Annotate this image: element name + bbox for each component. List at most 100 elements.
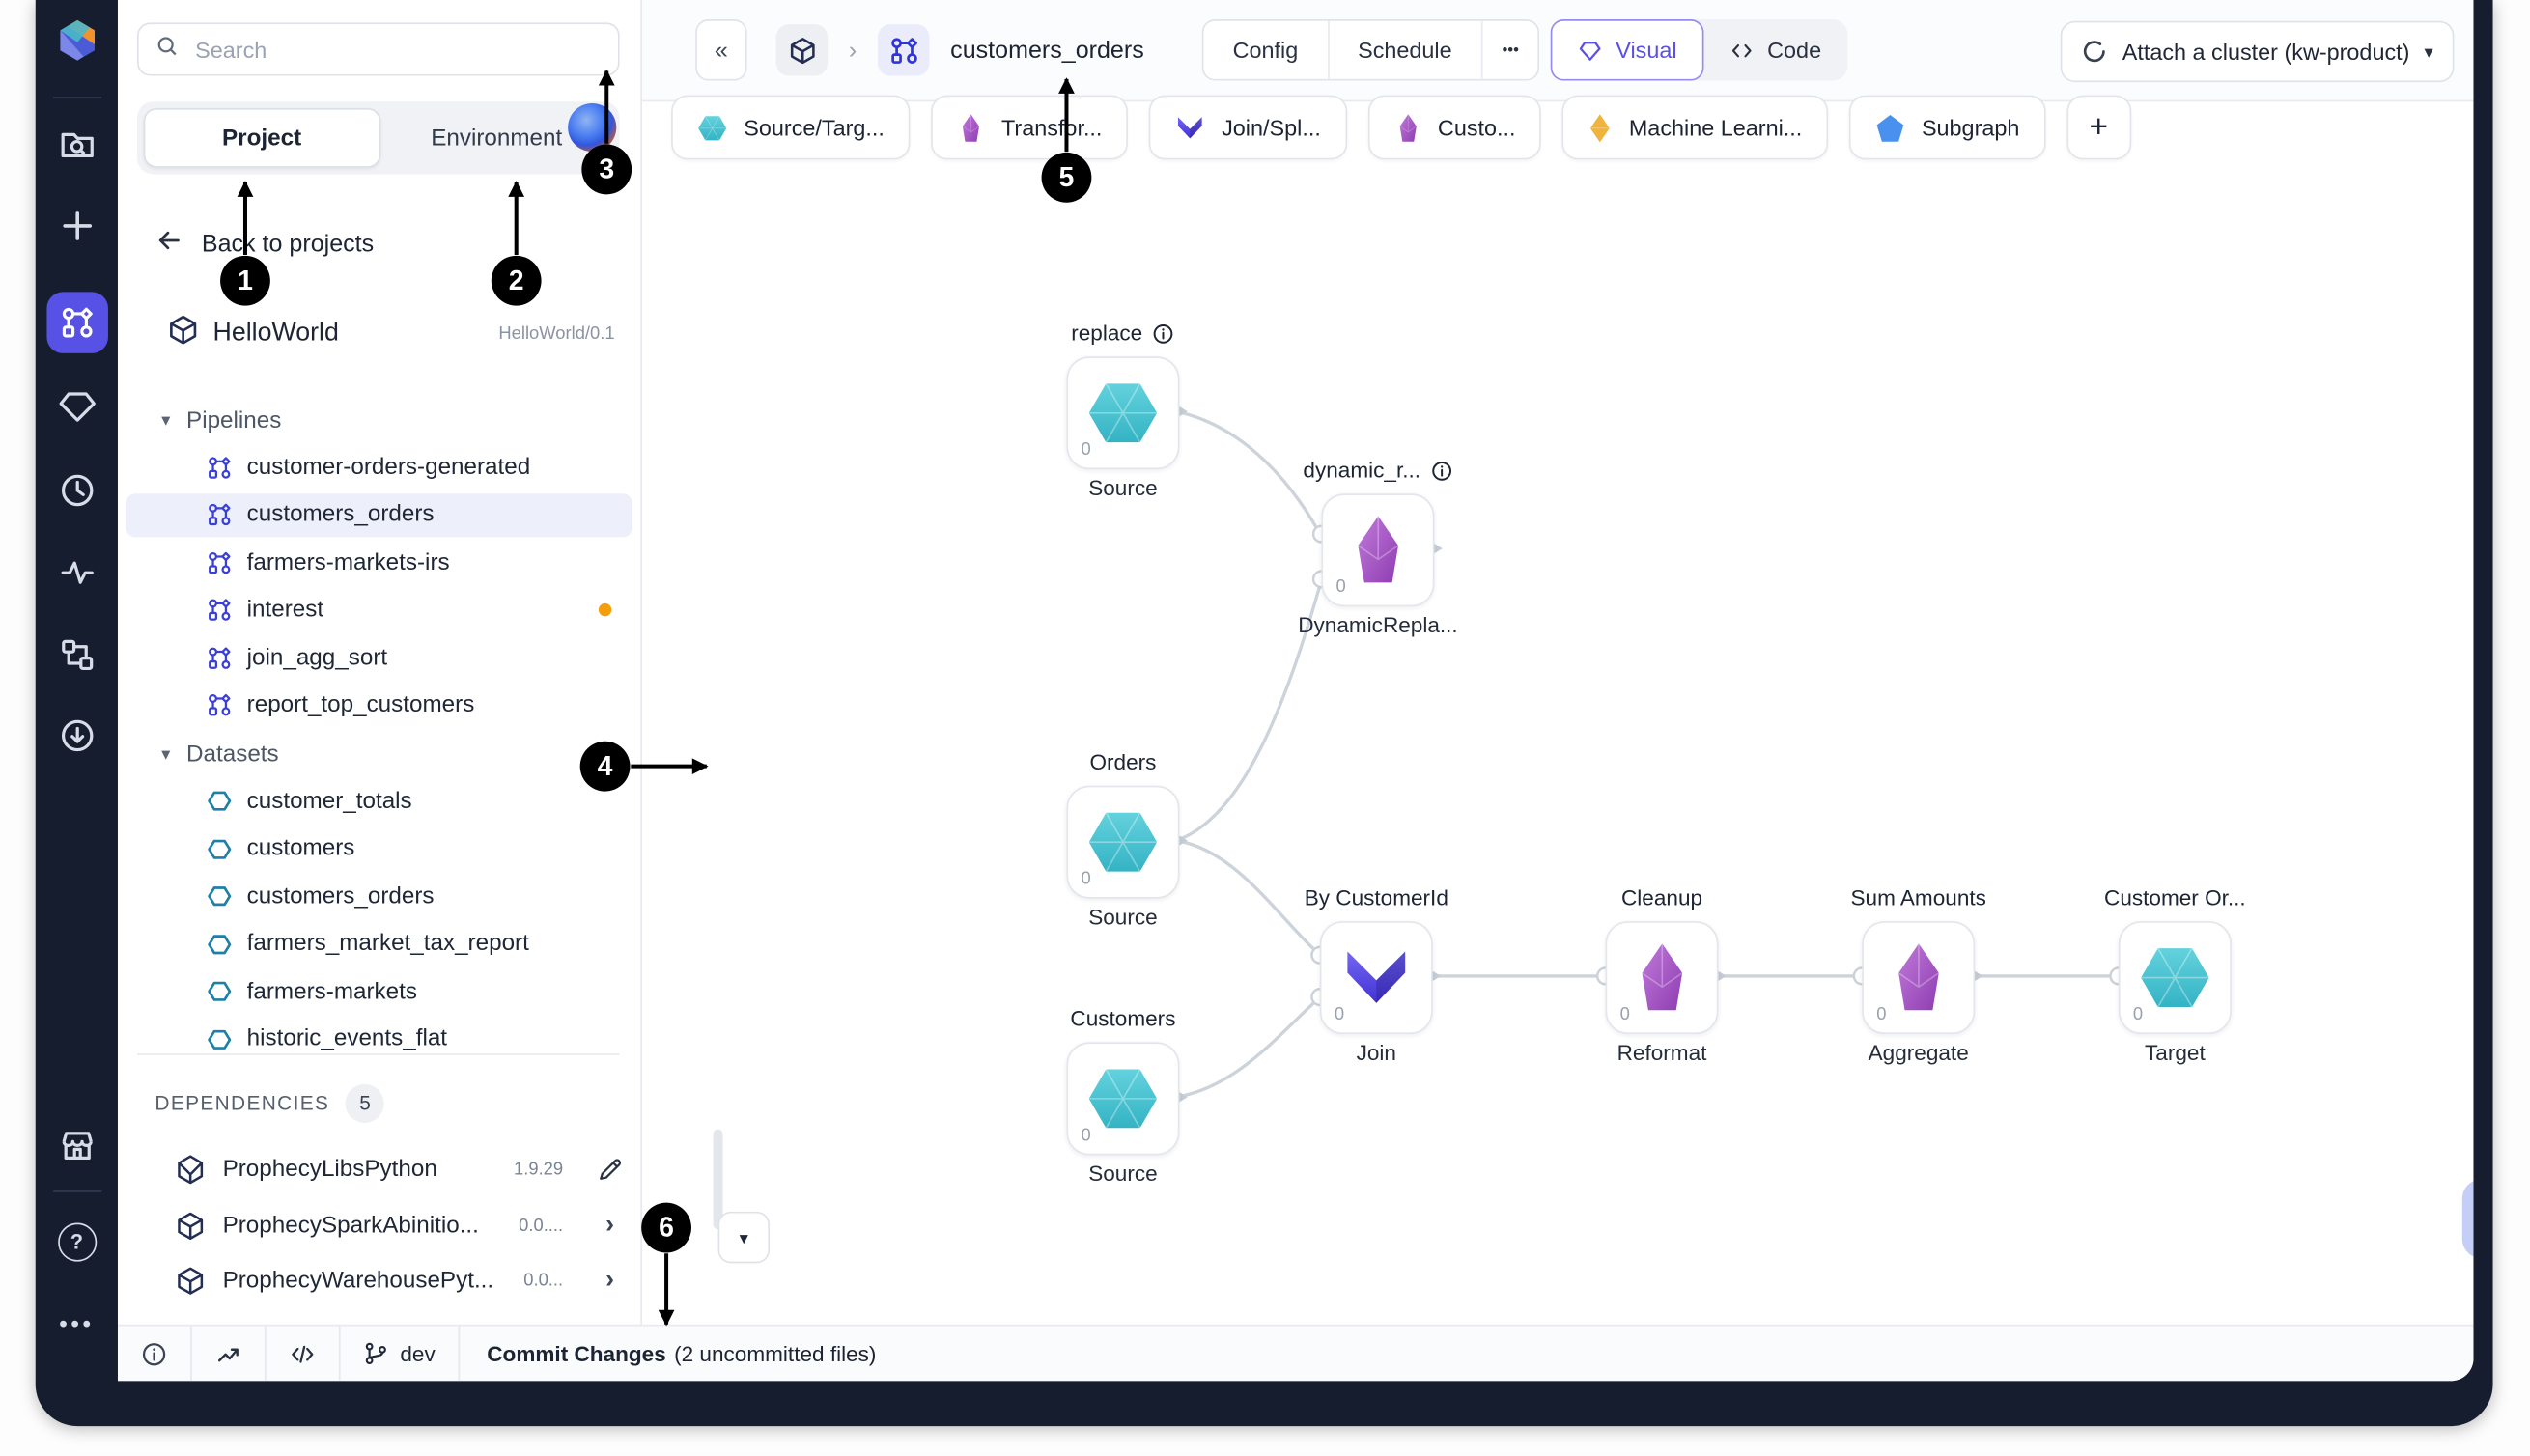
search-field[interactable] xyxy=(191,34,603,65)
node-caption: Source xyxy=(1088,1162,1158,1187)
pipelines-label: Pipelines xyxy=(186,406,282,434)
project-row[interactable]: HelloWorld HelloWorld/0.1 xyxy=(118,313,640,354)
dependency-item-ProphecyWarehousePyt[interactable]: ProphecyWarehousePyt...0.0...› xyxy=(118,1253,640,1309)
pipeline-item-customer-orders-generated[interactable]: customer-orders-generated xyxy=(118,443,640,490)
sidebar-more-icon[interactable]: ••• xyxy=(59,1310,95,1339)
dependencies-header: DEPENDENCIES 5 xyxy=(155,1083,385,1123)
branch-label: dev xyxy=(400,1341,436,1366)
panel-splitter[interactable] xyxy=(640,0,643,1327)
schedule-button[interactable]: Schedule xyxy=(1327,20,1480,79)
annotation-5: 5 xyxy=(1041,152,1092,203)
metrics-button[interactable] xyxy=(190,1326,265,1382)
hexagon-teal-gem xyxy=(2138,940,2212,1015)
info-icon[interactable] xyxy=(1152,322,1174,344)
node-count: 0 xyxy=(1335,577,1346,598)
sidebar-marketplace-icon[interactable] xyxy=(57,1126,96,1164)
pipelines-header[interactable]: ▾ Pipelines xyxy=(118,397,640,443)
annotation-3: 3 xyxy=(581,144,632,195)
sidebar-create-new-icon[interactable] xyxy=(57,207,96,245)
canvas-collapse-caret[interactable]: ▾ xyxy=(717,1211,771,1264)
datasets-header[interactable]: ▾ Datasets xyxy=(118,731,640,777)
dataset-item-customers[interactable]: customers xyxy=(118,826,640,873)
search-input[interactable] xyxy=(137,22,620,76)
chip-label: Subgraph xyxy=(1921,114,2020,141)
pipeline-item-farmers-markets-irs[interactable]: farmers-markets-irs xyxy=(118,539,640,586)
dataset-item-farmers-markets[interactable]: farmers-markets xyxy=(118,968,640,1016)
pipeline-item-join_agg_sort[interactable]: join_agg_sort xyxy=(118,634,640,682)
more-actions-button[interactable]: ••• xyxy=(1480,20,1538,79)
unsaved-dot xyxy=(598,603,612,617)
edit-version-icon[interactable] xyxy=(579,1156,640,1185)
panel-scrollbar[interactable] xyxy=(713,1129,723,1230)
back-to-projects-link[interactable]: Back to projects xyxy=(155,226,374,262)
pipeline-icon xyxy=(207,502,233,528)
expand-icon[interactable]: › xyxy=(605,1211,615,1239)
visual-tab[interactable]: Visual xyxy=(1551,19,1704,81)
dependency-version: 0.0... xyxy=(523,1272,564,1292)
sidebar-history-icon[interactable] xyxy=(57,471,96,510)
breadcrumb-project-icon[interactable] xyxy=(775,24,829,76)
sidebar-project-browser-icon[interactable] xyxy=(57,126,96,164)
dataset-item-customers_orders[interactable]: customers_orders xyxy=(118,873,640,920)
pipeline-item-report_top_customers[interactable]: report_top_customers xyxy=(118,682,640,729)
dataset-item-farmers_market_tax_report[interactable]: farmers_market_tax_report xyxy=(118,920,640,967)
sidebar-pipelines-icon[interactable] xyxy=(45,292,108,353)
node-count: 0 xyxy=(1334,1004,1345,1025)
node-caption: DynamicRepla... xyxy=(1298,612,1458,638)
info-button[interactable] xyxy=(118,1326,190,1381)
pipeline-item-customers_orders[interactable]: customers_orders xyxy=(118,491,640,539)
dataset-item-label: farmers-markets xyxy=(246,978,418,1005)
node-caption: Join xyxy=(1356,1040,1396,1065)
datasets-section: ▾ Datasets customer_totals customers custo… xyxy=(118,731,640,1053)
sidebar-datasets-icon[interactable] xyxy=(57,387,96,426)
tab-environment[interactable]: Environment xyxy=(431,125,563,152)
sidebar-subgraph-icon[interactable] xyxy=(57,635,96,674)
sidebar-observability-icon[interactable] xyxy=(57,553,96,592)
node-label: replace xyxy=(1071,322,1174,346)
expand-icon[interactable]: › xyxy=(605,1267,615,1295)
dataset-item-historic_events_flat[interactable]: historic_events_flat xyxy=(118,1016,640,1053)
pipeline-item-interest[interactable]: interest xyxy=(118,586,640,633)
dataset-item-label: customers xyxy=(246,835,355,862)
git-branch-button[interactable]: dev xyxy=(338,1326,458,1382)
dataset-item-label: customer_totals xyxy=(246,788,412,815)
node-count: 0 xyxy=(1081,440,1091,461)
add-gem-button[interactable]: + xyxy=(2066,95,2131,160)
dependency-item-ProphecySparkAbinitio[interactable]: ProphecySparkAbinitio...0.0....› xyxy=(118,1198,640,1254)
gem-chip-subgraph[interactable]: Subgraph xyxy=(1848,95,2046,160)
gem-chip-joinspl[interactable]: Join/Spl... xyxy=(1148,95,1347,160)
run-pipeline-button[interactable] xyxy=(2461,1179,2474,1259)
attach-cluster-dropdown[interactable]: Attach a cluster (kw-product) ▾ xyxy=(2061,20,2455,83)
code-view-button[interactable] xyxy=(265,1326,339,1382)
content-area: Project Environment Back to projects Hel… xyxy=(117,0,2474,1382)
gem-chip-machinelearni[interactable]: Machine Learni... xyxy=(1562,95,1829,160)
gem-chip-custo[interactable]: Custo... xyxy=(1367,95,1542,160)
gem-chip-transfor[interactable]: Transfor... xyxy=(931,95,1129,160)
chevron-down-icon: ▾ xyxy=(161,411,171,432)
info-icon[interactable] xyxy=(1430,459,1452,481)
sidebar-help-icon[interactable]: ? xyxy=(57,1222,97,1262)
code-tab[interactable]: Code xyxy=(1704,37,1847,63)
sidebar-imports-icon[interactable] xyxy=(57,716,96,755)
config-button[interactable]: Config xyxy=(1232,37,1299,64)
pipelines-section: ▾ Pipelines customer-orders-generated cus… xyxy=(118,397,640,729)
pipeline-icon xyxy=(207,692,233,718)
sidebar-prophecy-logo-icon[interactable] xyxy=(52,16,100,65)
dataset-item-customer_totals[interactable]: customer_totals xyxy=(118,777,640,825)
commit-changes-button[interactable]: Commit Changes (2 uncommitted files) xyxy=(458,1326,2473,1382)
tab-project[interactable]: Project xyxy=(143,107,380,168)
breadcrumb-pipeline-icon[interactable] xyxy=(877,24,930,76)
pipeline-item-label: customer-orders-generated xyxy=(246,454,531,481)
gem-purple-gem xyxy=(1884,940,1953,1015)
collapse-panel-button[interactable]: « xyxy=(695,19,747,81)
gem-chip-sourcetarg[interactable]: Source/Targ... xyxy=(671,95,911,160)
